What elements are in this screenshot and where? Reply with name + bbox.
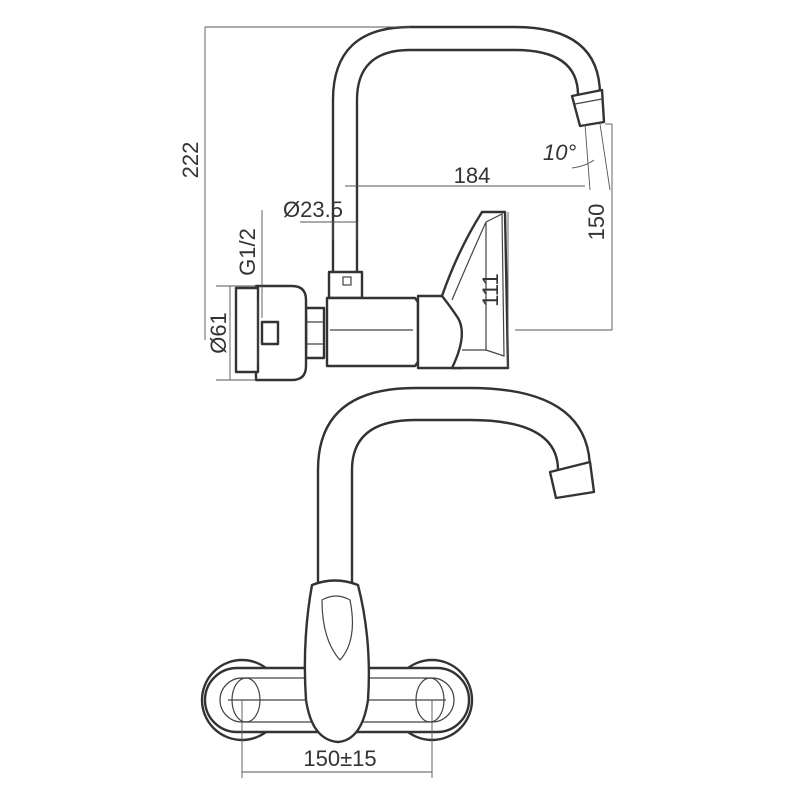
mixer-body bbox=[325, 296, 420, 368]
lever-handle bbox=[440, 210, 510, 370]
dim-spout-height: 150 bbox=[584, 204, 609, 241]
spout-inner-contour bbox=[355, 48, 580, 284]
dim-flange-diameter: Ø61 bbox=[206, 312, 231, 354]
front-aerator bbox=[548, 460, 596, 500]
lever-handle-facet bbox=[451, 221, 487, 351]
angle-arc bbox=[571, 159, 595, 169]
left-connector bbox=[231, 677, 261, 723]
angle-line-1 bbox=[584, 123, 591, 191]
front-spout-inner bbox=[350, 418, 560, 587]
spout-set-screw bbox=[342, 276, 352, 286]
spout-aerator bbox=[570, 88, 606, 128]
dim-total-height: 222 bbox=[178, 142, 203, 179]
spout-outer-contour bbox=[331, 25, 602, 284]
right-connector bbox=[415, 677, 445, 723]
side-view: 222 184 10° 150 111 Ø23.5 G1/2 Ø61 bbox=[178, 25, 613, 382]
front-view: 150±15 bbox=[200, 386, 596, 778]
flange-back-plate bbox=[234, 286, 260, 374]
dim-center-distance: 150±15 bbox=[303, 746, 376, 771]
angle-line-2 bbox=[599, 123, 611, 191]
dim-body-height: 111 bbox=[478, 273, 503, 306]
front-lever-handle bbox=[303, 579, 371, 744]
dim-spout-reach: 184 bbox=[454, 163, 491, 188]
hex-nut bbox=[304, 306, 326, 360]
dim-thread: G1/2 bbox=[235, 228, 260, 276]
dim-spout-diameter: Ø23.5 bbox=[283, 197, 343, 222]
lever-handle-facet-2 bbox=[485, 213, 505, 357]
front-lever-highlight bbox=[321, 595, 354, 661]
wall-flange bbox=[254, 284, 308, 382]
aerator-line bbox=[574, 98, 603, 105]
front-spout-outer bbox=[316, 386, 592, 587]
dim-outlet-angle: 10° bbox=[543, 140, 576, 165]
thread-stub bbox=[260, 320, 280, 346]
